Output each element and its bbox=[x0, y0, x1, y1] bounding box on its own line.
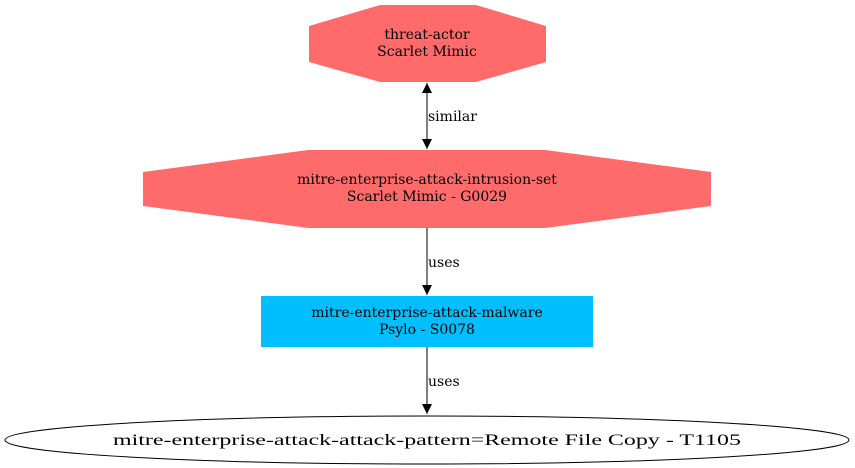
octagon-shape bbox=[309, 5, 546, 82]
node-intrusion-set-name: Scarlet Mimic - G0029 bbox=[347, 189, 507, 205]
node-malware-name: Psylo - S0078 bbox=[379, 322, 475, 338]
box-shape bbox=[261, 296, 593, 347]
node-malware-type: mitre-enterprise-attack-malware bbox=[311, 305, 543, 321]
node-intrusion-set[interactable]: mitre-enterprise-attack-intrusion-set Sc… bbox=[143, 150, 711, 228]
node-attack-pattern[interactable]: mitre-enterprise-attack-attack-pattern=R… bbox=[4, 415, 850, 465]
edge-uses-attack-pattern: uses bbox=[422, 347, 460, 414]
edge-label-uses-attack-pattern: uses bbox=[428, 374, 460, 390]
ellipse-shape bbox=[4, 415, 850, 465]
node-malware[interactable]: mitre-enterprise-attack-malware Psylo - … bbox=[261, 296, 593, 347]
edge-uses-malware: uses bbox=[422, 228, 460, 295]
octagon-shape bbox=[143, 150, 711, 228]
node-attack-pattern-label: mitre-enterprise-attack-attack-pattern=R… bbox=[113, 432, 741, 449]
node-intrusion-set-type: mitre-enterprise-attack-intrusion-set bbox=[297, 172, 557, 188]
node-threat-actor[interactable]: threat-actor Scarlet Mimic bbox=[309, 5, 546, 82]
node-threat-actor-name: Scarlet Mimic bbox=[377, 44, 477, 60]
edge-label-similar: similar bbox=[428, 109, 477, 125]
edge-similar: similar bbox=[422, 83, 477, 149]
edge-label-uses-malware: uses bbox=[428, 255, 460, 271]
node-threat-actor-type: threat-actor bbox=[384, 27, 470, 43]
